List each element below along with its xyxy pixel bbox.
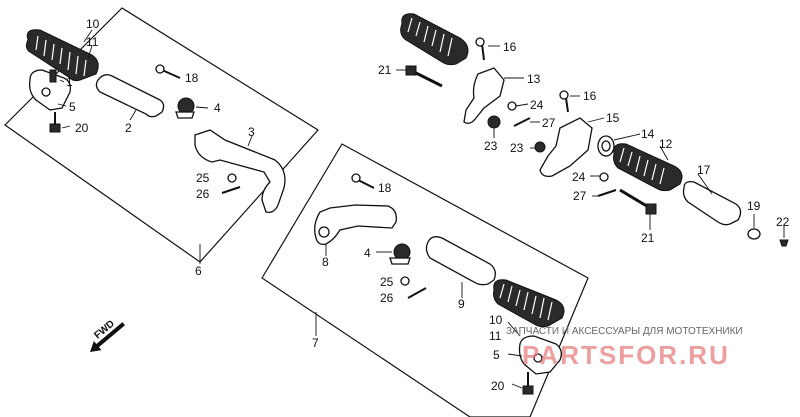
holder-hole [41,87,51,97]
watermark-logo: PARTSFOR.RU [522,340,730,370]
callout-26: 26 [196,187,210,201]
callout-7: 7 [312,336,319,350]
spring-27-top [513,117,531,127]
pin-16-right [559,90,569,113]
pin-16-top [475,37,485,61]
joint-4-left [175,97,195,119]
washer-19 [747,228,761,240]
callout-6: 6 [195,264,202,278]
nut-23-lower [534,141,546,153]
callout-11: 11 [86,35,99,49]
callout-11-center: 11 [489,329,502,343]
footpeg-tube-center [425,236,496,286]
bolt-18-left [155,64,181,79]
bolt-21-lower [619,188,657,215]
callout-4: 4 [214,101,221,115]
footpeg-rubber-right [613,143,683,192]
bolt-20-center [522,372,534,395]
center-assembly-frame [261,143,589,417]
left-leader-lines [57,29,253,264]
washer-24-top [507,101,517,111]
bolt-20-left [49,112,61,133]
right-callouts: 16 21 13 24 16 27 15 14 23 23 12 24 27 1… [378,40,790,245]
callout-13: 13 [527,72,541,86]
callout-20-center: 20 [491,379,505,393]
bolt-21-top [405,65,443,88]
callout-26-center: 26 [380,291,394,305]
bracket-8-hole [318,226,330,238]
spring-26-center [407,287,427,299]
callout-3: 3 [248,125,255,139]
forward-arrow-icon [90,322,125,352]
callout-16: 16 [503,40,517,54]
joint-4-center [389,243,411,265]
callout-16-b: 16 [583,89,597,103]
callout-19: 19 [747,199,761,213]
callout-12: 12 [659,137,673,151]
footpeg-rubber-left [25,29,99,82]
left-callouts: 10 11 1 18 2 4 5 20 3 25 26 6 [66,17,255,278]
callout-10: 10 [86,17,100,31]
washer-24-lower [599,172,609,182]
center-callouts: 18 8 4 9 25 26 7 10 11 5 20 [312,181,505,393]
washer-25-left [227,173,237,183]
washer-25-center [400,276,410,286]
callout-20: 20 [75,121,89,135]
callout-27-b: 27 [573,189,587,203]
callout-24-b: 24 [572,170,586,184]
callout-1: 1 [66,75,73,89]
footpeg-tube-left [95,74,165,118]
watermark: ЗАПЧАСТИ И АКСЕССУАРЫ ДЛЯ МОТОТЕХНИКИ PA… [506,326,743,370]
nut-23-upper [487,115,501,129]
bolt-18-center [351,173,375,189]
callout-21-b: 21 [641,231,655,245]
spring-26-left [221,186,241,194]
callout-17: 17 [697,163,711,177]
callout-24: 24 [530,98,544,112]
callout-2: 2 [125,121,132,135]
callout-23: 23 [484,139,498,153]
bracket-15 [539,117,593,178]
callout-21: 21 [378,63,392,77]
footpeg-rubber-right-top [400,13,469,66]
callout-10-center: 10 [489,313,503,327]
callout-8: 8 [322,255,329,269]
callout-4-center: 4 [364,246,371,260]
callout-5-center: 5 [493,348,500,362]
center-leader-lines [315,244,523,389]
holder-center-hole [533,353,543,363]
washer-14-inner [601,140,611,152]
callout-14: 14 [641,127,655,141]
footpeg-rubber-center [493,279,565,328]
cotter-22 [779,239,789,247]
left-assembly-frame [4,7,319,263]
pin-17 [682,180,742,226]
bracket-13 [463,67,505,124]
callout-25: 25 [196,171,210,185]
right-leader-lines [396,45,785,238]
callout-22: 22 [776,215,790,229]
forward-direction-marker: FWD [90,318,125,352]
watermark-subtitle: ЗАПЧАСТИ И АКСЕССУАРЫ ДЛЯ МОТОТЕХНИКИ [506,326,743,337]
callout-5: 5 [69,100,76,114]
spring-27-lower [597,189,617,197]
callout-27: 27 [542,116,556,130]
callout-9: 9 [458,297,465,311]
callout-15: 15 [606,111,620,125]
bracket-8 [314,204,397,246]
callout-25-center: 25 [380,275,394,289]
callout-18: 18 [185,71,199,85]
callout-18-center: 18 [378,181,392,195]
cotter-pin-left [49,69,57,83]
bracket-3 [194,129,286,213]
callout-23-b: 23 [510,141,524,155]
